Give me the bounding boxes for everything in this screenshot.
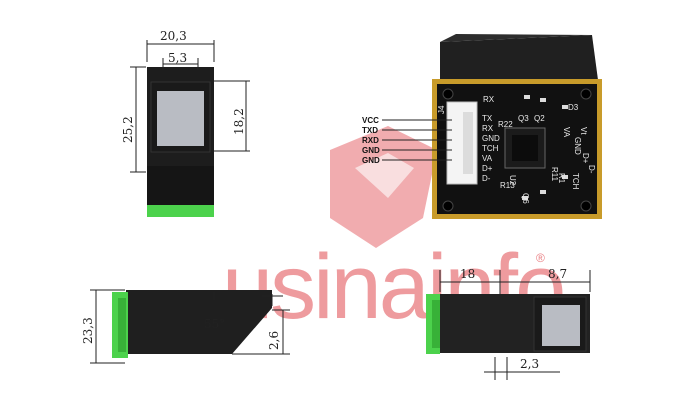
silk-u2: U2 (508, 175, 517, 186)
front-height-label: 25,2 (121, 116, 135, 143)
pin-label-txd: TXD (362, 126, 378, 135)
front-view: 20,3 5,3 25,2 18,2 (121, 29, 250, 217)
front-window-height-label: 18,2 (232, 108, 246, 135)
top-sensor-length-label: 8,7 (548, 267, 567, 281)
silk-dminus: D- (482, 174, 491, 183)
front-sensor-window (157, 91, 204, 146)
side-offset-label: 2,6 (267, 331, 281, 350)
side-angle-label: 55° (204, 317, 225, 331)
silk-tx: TX (482, 114, 493, 123)
silk-gnd: GND (482, 134, 500, 143)
module-top-body (440, 35, 598, 82)
top-length-label: 18 (460, 267, 475, 281)
front-width-label: 20,3 (160, 29, 187, 43)
silk-rx-top: RX (483, 95, 495, 104)
silk-q2: Q2 (534, 114, 545, 123)
silk-tch-right: TCH (571, 173, 580, 190)
side-height-label: 23,3 (81, 317, 95, 344)
silk-r11: R11 (550, 167, 559, 182)
silk-j4: J4 (437, 105, 446, 114)
silk-dplus-right: D+ (581, 153, 590, 164)
pin-label-gnd-1: GND (362, 146, 380, 155)
pin-label-vcc: VCC (362, 116, 379, 125)
silk-va: VA (482, 154, 493, 163)
silk-q6: Q6 (521, 193, 530, 204)
pin-label-gnd-2: GND (362, 156, 380, 165)
top-sensor-window (542, 305, 580, 346)
silk-r1: R1 (557, 173, 566, 184)
side-view: 23,3 55° 2,6 (81, 289, 290, 364)
silk-tch: TCH (482, 144, 499, 153)
watermark-registered-mark: ® (536, 251, 545, 265)
top-edge-label: 2,3 (520, 357, 539, 371)
silk-r13: R13 (500, 181, 515, 190)
side-body (126, 290, 272, 354)
silk-vt: Vt (579, 127, 588, 135)
front-window-width-label: 5,3 (168, 51, 187, 65)
silk-dplus: D+ (482, 164, 493, 173)
silk-dminus-right: D- (587, 165, 596, 174)
silk-r22: R22 (498, 120, 513, 129)
pcb-view: RX J4 TX RX GND TCH VA D+ D- R22 Q3 Q2 D… (362, 34, 602, 219)
front-green-base (147, 205, 214, 217)
pin-label-rxd: RXD (362, 136, 379, 145)
watermark-logo (330, 126, 437, 248)
silk-va-right: VA (562, 127, 571, 138)
silk-q3: Q3 (518, 114, 529, 123)
top-view: 18 8,7 2,3 (426, 267, 591, 380)
silk-gnd-right: GND (573, 137, 582, 155)
silk-d3: D3 (568, 103, 579, 112)
pcb-chip (504, 127, 546, 169)
silk-rx: RX (482, 124, 494, 133)
